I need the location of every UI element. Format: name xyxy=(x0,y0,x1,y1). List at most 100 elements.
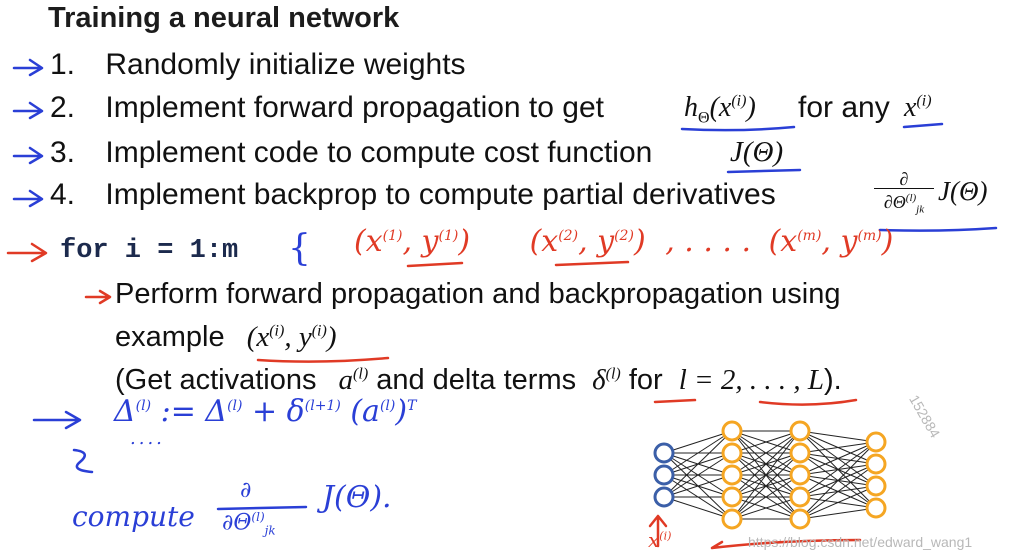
watermark: https://blog.csdn.net/edward_wang1 xyxy=(748,534,973,550)
loop-body-for: for xyxy=(628,364,663,396)
step-4-text: Implement backprop to compute partial de… xyxy=(105,178,776,211)
delta-arrow xyxy=(32,410,82,430)
underline-j xyxy=(726,168,802,174)
underline-h xyxy=(680,125,796,132)
network-input-label: x(i) xyxy=(648,528,672,552)
network-node xyxy=(865,453,887,475)
underline-deriv xyxy=(878,226,998,232)
loop-body-line2: example (x(i), y(i)) xyxy=(115,321,336,354)
network-node xyxy=(721,508,743,530)
handwritten-partial-bottom: ∂Θ(l)jk xyxy=(222,510,276,538)
step-4-cost: J(Θ) xyxy=(938,176,988,206)
network-edge xyxy=(799,441,877,476)
network-edge xyxy=(663,496,733,520)
network-node xyxy=(865,497,887,519)
step-1-number: 1. xyxy=(50,48,76,81)
step-2-x: x(i) xyxy=(904,92,932,123)
loop-body-example-label: example xyxy=(115,321,225,353)
step-arrow-2 xyxy=(12,101,44,120)
step-4-fraction: ∂ ∂Θ(l)jk xyxy=(874,170,934,219)
compute-fraction-bar xyxy=(216,505,308,511)
input-arrow xyxy=(648,514,668,548)
loop-body-line1: Perform forward propagation and backprop… xyxy=(115,278,841,310)
step-1: 1. Randomly initialize weights xyxy=(50,48,466,82)
step-2-tail: for any xyxy=(798,91,890,124)
for-arrow xyxy=(6,242,48,263)
underline-range xyxy=(758,398,858,406)
underline-x2 xyxy=(554,260,630,267)
network-edge xyxy=(663,474,733,498)
step-2-number: 2. xyxy=(50,91,76,124)
neural-network-diagram xyxy=(653,420,887,530)
network-input-node xyxy=(653,464,675,486)
network-edge xyxy=(731,474,801,520)
slide-title: Training a neural network xyxy=(48,2,400,34)
network-node xyxy=(865,431,887,453)
network-node xyxy=(721,464,743,486)
close-brace xyxy=(72,448,94,474)
network-node xyxy=(789,420,811,442)
network-node xyxy=(721,486,743,508)
loop-body-delta: δ(l) xyxy=(592,364,621,396)
network-edge xyxy=(731,430,801,520)
network-edge xyxy=(663,430,733,454)
loop-body-end: ). xyxy=(824,364,842,396)
step-4: 4. Implement backprop to compute partial… xyxy=(50,178,776,212)
network-edge xyxy=(799,441,877,520)
step-2-text: Implement forward propagation to get xyxy=(105,91,604,124)
perform-arrow xyxy=(84,289,112,305)
handwritten-dots: .... xyxy=(130,428,165,449)
network-edge xyxy=(799,441,877,454)
step-3-cost: J(Θ) xyxy=(730,136,784,168)
loop-body-example-math: (x(i), y(i)) xyxy=(246,321,337,353)
step-3-number: 3. xyxy=(50,136,76,169)
handwritten-delta-update: Δ(l) := Δ(l) + δ(l+1) (a(l))T xyxy=(114,394,417,429)
network-edge xyxy=(663,452,733,498)
network-edge xyxy=(799,485,877,520)
network-node xyxy=(865,475,887,497)
loop-body-delta-label: and delta terms xyxy=(376,364,577,396)
network-edge xyxy=(731,496,801,520)
network-edge xyxy=(731,430,801,454)
network-node xyxy=(721,442,743,464)
loop-body-line3: (Get activations a(l) and delta terms δ(… xyxy=(115,364,842,397)
step-1-text: Randomly initialize weights xyxy=(105,48,466,81)
loop-body-range: l = 2, . . . , L xyxy=(678,364,824,396)
open-brace: { xyxy=(288,228,311,269)
loop-body-a: a(l) xyxy=(338,364,369,396)
step-2-hypothesis: hΘ(x(i)) xyxy=(684,92,756,127)
step-3: 3. Implement code to compute cost functi… xyxy=(50,136,652,170)
network-edge xyxy=(731,452,801,520)
network-edge xyxy=(663,430,733,498)
network-node xyxy=(789,442,811,464)
step-4-number: 4. xyxy=(50,178,76,211)
step-arrow-1 xyxy=(12,58,44,77)
underline-x xyxy=(902,122,944,129)
network-edge xyxy=(799,430,877,443)
handwritten-compute: compute xyxy=(72,500,195,533)
network-input-node xyxy=(653,442,675,464)
network-edge xyxy=(799,441,877,498)
network-input-node xyxy=(653,486,675,508)
network-edge xyxy=(731,430,801,476)
network-edge xyxy=(663,430,733,476)
network-underline xyxy=(710,538,862,550)
network-node xyxy=(789,508,811,530)
loop-body-activations: (Get activations xyxy=(115,364,317,396)
underline-x1 xyxy=(406,261,464,268)
step-arrow-3 xyxy=(12,146,44,165)
handwritten-partial-top: ∂ xyxy=(240,478,252,503)
step-3-text: Implement code to compute cost function xyxy=(105,136,653,169)
underline-example xyxy=(256,356,390,363)
for-loop-code: for i = 1:m xyxy=(60,236,239,266)
network-edge xyxy=(799,463,877,520)
network-node xyxy=(789,464,811,486)
underline-delta xyxy=(653,398,697,404)
network-edge xyxy=(799,507,877,520)
network-node xyxy=(721,420,743,442)
network-edge xyxy=(731,430,801,498)
handwritten-j-theta: J(Θ). xyxy=(322,480,392,515)
network-node xyxy=(789,486,811,508)
step-arrow-4 xyxy=(12,189,44,208)
